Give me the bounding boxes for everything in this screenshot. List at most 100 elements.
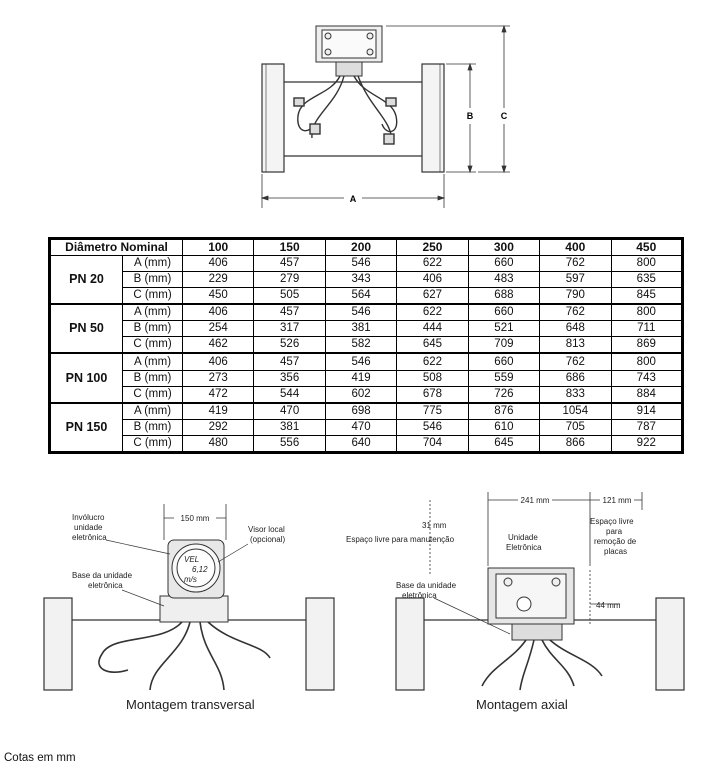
width-label-1: 241 mm — [521, 496, 550, 505]
display-label-1: Visor local — [248, 525, 285, 534]
header-cell: 250 — [396, 238, 469, 256]
display-text-3: m/s — [184, 575, 197, 584]
dimension-value-cell: 406 — [181, 303, 255, 322]
dimension-value-cell: 462 — [181, 336, 255, 354]
dimension-value-cell: 470 — [253, 401, 326, 420]
dimension-value-cell: 1054 — [539, 401, 612, 420]
removal-label-1: Espaço livre — [590, 517, 634, 526]
dimension-value-cell: 648 — [539, 320, 612, 338]
dimension-value-cell: 602 — [324, 385, 398, 404]
dimension-value-cell: 564 — [324, 287, 398, 305]
unit-label-1: Unidade — [508, 533, 538, 542]
pressure-class-cell: PN 100 — [49, 352, 123, 404]
header-cell: 150 — [253, 238, 326, 256]
dimension-value-cell: 546 — [396, 418, 469, 436]
dimension-value-cell: 635 — [610, 271, 684, 289]
header-cell: 450 — [610, 238, 684, 256]
electronics-box — [487, 567, 575, 641]
dimension-value-cell: 762 — [539, 303, 612, 322]
dimension-value-cell: 922 — [610, 434, 684, 454]
header-cell: 100 — [181, 238, 255, 256]
display-text-1: VEL — [184, 555, 199, 564]
dimension-param-cell: A (mm) — [122, 352, 183, 371]
dimension-value-cell: 660 — [467, 254, 541, 273]
removal-label-2: para — [606, 527, 623, 536]
removal-label-4: placas — [604, 547, 627, 556]
transducer-cables — [98, 621, 271, 691]
dimension-value-cell: 419 — [324, 369, 398, 387]
dimension-param-cell: C (mm) — [122, 434, 183, 454]
dimension-value-cell: 705 — [539, 418, 612, 436]
dimension-value-cell: 645 — [396, 336, 469, 354]
dimension-a — [260, 174, 446, 208]
dimension-value-cell: 406 — [181, 352, 255, 371]
dimension-value-cell: 704 — [396, 434, 469, 454]
dimension-value-cell: 273 — [181, 369, 255, 387]
pressure-class-cell: PN 50 — [49, 303, 123, 354]
maintenance-label: Espaço livre para manutenção — [346, 535, 455, 544]
dimension-value-cell: 775 — [396, 401, 469, 420]
dimension-value-cell: 508 — [396, 369, 469, 387]
dimension-param-cell: A (mm) — [122, 254, 183, 273]
top-dimensions — [429, 492, 643, 624]
dimension-value-cell: 833 — [539, 385, 612, 404]
dimension-value-cell: 622 — [396, 303, 469, 322]
dimension-value-cell: 678 — [396, 385, 469, 404]
dimension-value-cell: 688 — [467, 287, 541, 305]
header-cell: 400 — [539, 238, 612, 256]
dimension-value-cell: 869 — [610, 336, 684, 354]
dimension-value-cell: 254 — [181, 320, 255, 338]
pipe-body — [43, 597, 335, 691]
axial-mount-drawing: 241 mm 121 mm 31 mm Espaço livre para ma… — [346, 492, 685, 691]
dimension-value-cell: 914 — [610, 401, 684, 420]
dimension-value-cell: 505 — [253, 287, 326, 305]
dimension-param-cell: C (mm) — [122, 287, 183, 305]
dimension-value-cell: 381 — [324, 320, 398, 338]
pipe-body — [261, 63, 445, 173]
header-cell: 300 — [467, 238, 541, 256]
dimension-param-cell: A (mm) — [122, 303, 183, 322]
dimension-value-cell: 546 — [324, 254, 398, 273]
dimension-value-cell: 356 — [253, 369, 326, 387]
height-label: 31 mm — [422, 521, 447, 530]
dimension-value-cell: 406 — [396, 271, 469, 289]
dimension-value-cell: 556 — [253, 434, 326, 454]
dimension-value-cell: 800 — [610, 352, 684, 371]
dimension-value-cell: 406 — [181, 254, 255, 273]
dimension-value-cell: 381 — [253, 418, 326, 436]
dimension-value-cell: 866 — [539, 434, 612, 454]
dimension-value-cell: 292 — [181, 418, 255, 436]
dimension-value-cell: 884 — [610, 385, 684, 404]
dimension-value-cell: 762 — [539, 254, 612, 273]
dimension-param-cell: B (mm) — [122, 418, 183, 436]
dimension-value-cell: 711 — [610, 320, 684, 338]
pressure-class-cell: PN 20 — [49, 255, 123, 305]
dimension-value-cell: 762 — [539, 352, 612, 371]
dimension-value-cell: 419 — [181, 401, 255, 420]
dimension-value-cell: 686 — [539, 369, 612, 387]
dim-b-label: B — [467, 111, 474, 121]
unit-label-2: Eletrônica — [506, 543, 542, 552]
dimension-value-cell: 813 — [539, 336, 612, 354]
width-label-2: 121 mm — [603, 496, 632, 505]
dimension-value-cell: 546 — [324, 352, 398, 371]
dimension-value-cell: 546 — [324, 303, 398, 322]
dimension-value-cell: 800 — [610, 303, 684, 322]
dimension-value-cell: 800 — [610, 254, 684, 273]
dimension-value-cell: 726 — [467, 385, 541, 404]
dimension-value-cell: 660 — [467, 352, 541, 371]
table-header-row: Diâmetro Nominal 100 150 200 250 300 400… — [49, 238, 684, 256]
dimension-value-cell: 279 — [253, 271, 326, 289]
dimension-value-cell: 622 — [396, 254, 469, 273]
side-label: 44 mm — [596, 601, 621, 610]
dim-c-label: C — [501, 111, 508, 121]
transverse-mount-drawing: VEL 6,12 m/s 150 mm Invólucro unidade el… — [43, 504, 335, 691]
